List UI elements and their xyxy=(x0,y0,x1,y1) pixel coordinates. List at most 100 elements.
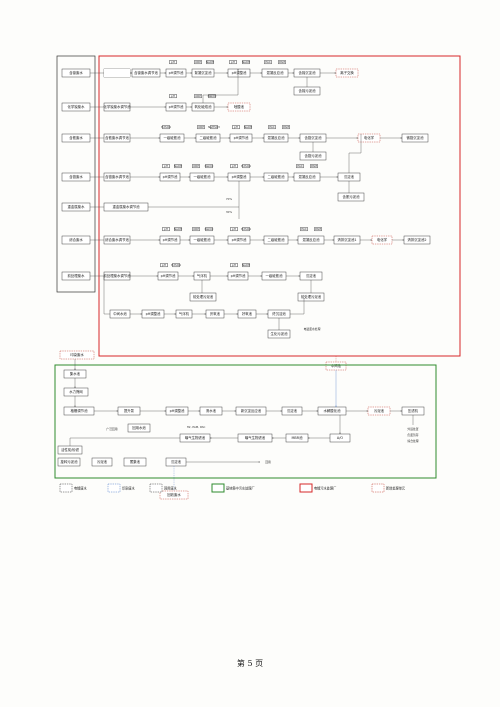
reagent-tag xyxy=(194,94,202,99)
reagent-label: NaOH xyxy=(242,263,250,267)
process-box-label: pH调节池 xyxy=(169,104,184,109)
process-box-label: 压滤机 xyxy=(408,408,419,413)
process-box-label: 含氰污泥池 xyxy=(343,194,361,199)
reagent-label: pH xyxy=(164,227,168,231)
legend-label: 新增处理单元 xyxy=(386,486,406,491)
legend-swatch xyxy=(211,483,225,493)
reagent-label: ORP xyxy=(193,164,199,168)
process-box-label: 一级破氰池 xyxy=(194,237,212,242)
process-box-label: pH调节池 xyxy=(169,70,184,75)
process-box-label: 含氰废水调节池 xyxy=(105,135,129,140)
reagent-tag xyxy=(242,60,250,65)
arrow-head xyxy=(266,313,268,315)
arrow-head xyxy=(316,410,318,412)
arrow-head xyxy=(192,275,194,277)
reagent-label: PAC xyxy=(269,125,274,129)
process-box-label: pH调节池 xyxy=(161,273,176,278)
reagent-tag xyxy=(172,263,180,268)
arrow-head xyxy=(262,137,264,139)
process-box-label: 混凝反应池 xyxy=(303,237,321,242)
process-box-label: MBR池 xyxy=(292,435,304,440)
process-box-label: 厌氧池 xyxy=(210,311,221,316)
legend-swatch xyxy=(299,483,313,493)
reagent-label: H2SO4 xyxy=(161,125,171,129)
reagent-label: H2SO4 xyxy=(241,164,251,168)
legend-swatch xyxy=(107,483,121,493)
reagent-label: ORP xyxy=(198,125,204,129)
reagent-label: NaHSO3 xyxy=(208,125,220,129)
reagent-tag xyxy=(232,125,240,130)
arrow-head xyxy=(140,313,142,315)
process-box-label: 水解酸化池 xyxy=(324,408,342,413)
side-label: 综合处理 xyxy=(407,439,418,443)
process-box xyxy=(63,387,89,397)
reagent-tag xyxy=(169,94,177,99)
arrow-head xyxy=(194,137,196,139)
reagent-tag xyxy=(192,227,200,232)
arrow-head xyxy=(190,106,192,108)
arrow-head xyxy=(198,410,200,412)
arrow-head xyxy=(226,275,228,277)
process-box-label: 清排沉淀池2 xyxy=(407,237,426,242)
arrow-head xyxy=(130,72,132,74)
process-box xyxy=(127,423,151,433)
process-box-label: A/O xyxy=(337,436,343,440)
reagent-label: PAM xyxy=(279,60,285,64)
process-box-label: 混凝反应池 xyxy=(268,135,286,140)
process-box xyxy=(123,457,147,467)
reagent-label: PAM xyxy=(315,227,321,231)
process-box xyxy=(57,457,81,467)
reagent-tag xyxy=(278,60,286,65)
arrow-head xyxy=(308,437,310,439)
process-box-label: 污泥池 xyxy=(374,408,385,413)
process-box-label: 含镍废水调节池 xyxy=(134,70,158,75)
arrow-head xyxy=(334,72,336,74)
process-box-label: 新沉淀反应池 xyxy=(241,408,262,413)
inflow-box xyxy=(59,350,95,360)
legend-label: 印染废水 xyxy=(122,486,136,491)
reagent-tag xyxy=(162,227,170,232)
arrow-head xyxy=(280,410,282,412)
process-box-label: 混凝反应池 xyxy=(299,174,317,179)
process-box-label: 气浮机 xyxy=(197,273,208,278)
process-box-label: 前处理污泥池 xyxy=(301,294,322,299)
arrow-head xyxy=(272,437,274,439)
reagent-label: PAC xyxy=(297,164,302,168)
arrow-head xyxy=(237,69,239,71)
arrow-head xyxy=(158,176,160,178)
process-box-label: 混凝反应池 xyxy=(267,70,285,75)
legend-label: 电镀废水 xyxy=(74,486,88,491)
arrow-head xyxy=(226,106,228,108)
reagent-tag xyxy=(160,263,168,268)
reagent-label: NaOH xyxy=(206,60,214,64)
reagent-label: pH xyxy=(162,263,166,267)
arrow-head xyxy=(228,137,230,139)
process-box-label: 曝气生物滤池 xyxy=(185,435,206,440)
arrow-head xyxy=(296,239,298,241)
legend-label: 回用废水 xyxy=(164,486,178,491)
reagent-tag xyxy=(205,164,213,169)
reagent-label: pH xyxy=(164,164,168,168)
process-box-label: 二级破氰池 xyxy=(268,237,286,242)
arrow-head xyxy=(164,106,166,108)
reagent-label: ORP xyxy=(195,94,201,98)
process-box-label: pH调整池 xyxy=(146,311,161,316)
process-box-label: 一级破氰池 xyxy=(194,174,212,179)
process-box-label: 化学镍废水 xyxy=(68,104,86,109)
process-box-label: pH调节池 xyxy=(163,174,178,179)
process-box-label: 清水池 xyxy=(206,408,217,413)
process-box-label: 絮凝沉淀池 xyxy=(195,70,213,75)
arrow-head xyxy=(292,72,294,74)
arrow-head xyxy=(164,72,166,74)
process-box-label: pH调整池 xyxy=(232,70,247,75)
process-box-label: 电化学 xyxy=(364,135,375,140)
process-box-label: 一级破氰池 xyxy=(164,135,182,140)
process-box-label: 综合废水 xyxy=(69,237,83,242)
reagent-note: H2, PAM, PAC xyxy=(187,425,206,429)
arrow-head xyxy=(158,137,160,139)
process-box-label: 综合废水调节池 xyxy=(105,237,129,242)
process-box-label: 二级破氰池 xyxy=(200,135,218,140)
process-box-label: 氧化破络池 xyxy=(195,104,213,109)
reagent-label: NaOH xyxy=(244,125,252,129)
reagent-tag xyxy=(174,227,182,232)
